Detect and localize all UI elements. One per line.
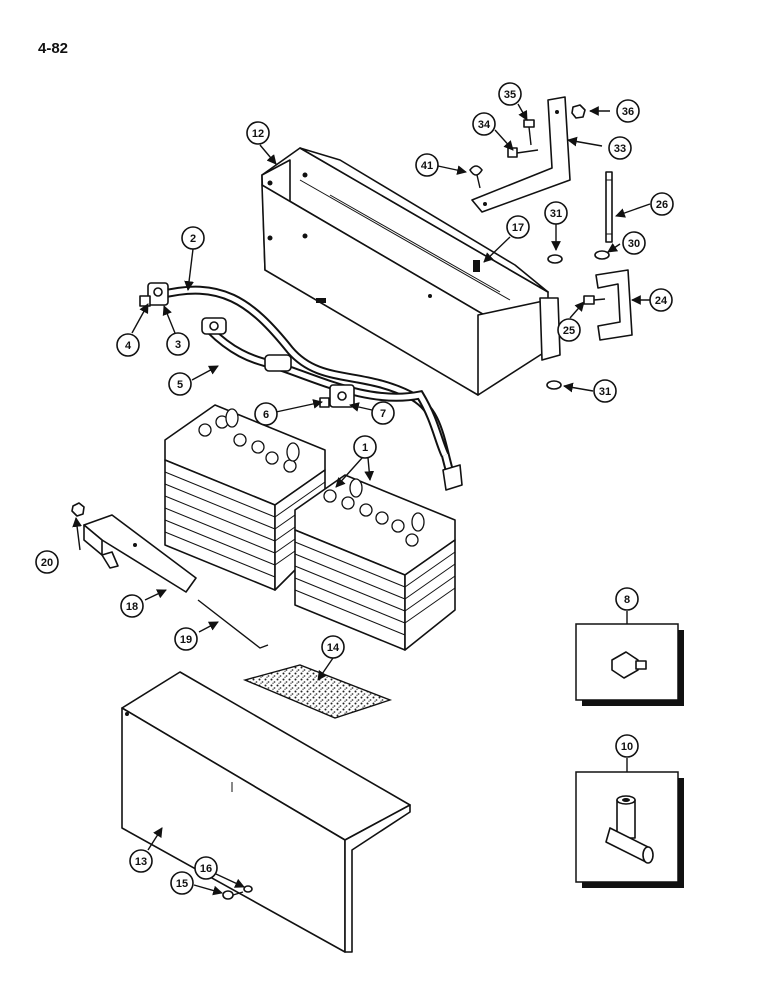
svg-text:2: 2 bbox=[190, 233, 196, 245]
callout-1: 1 bbox=[353, 435, 377, 459]
svg-text:33: 33 bbox=[614, 143, 626, 155]
callout-13: 13 bbox=[129, 849, 153, 873]
svg-text:4: 4 bbox=[125, 340, 132, 352]
callout-2: 2 bbox=[181, 226, 205, 250]
bolt-25 bbox=[583, 295, 606, 305]
svg-text:12: 12 bbox=[252, 128, 264, 140]
callout-3: 3 bbox=[166, 332, 190, 356]
bracket-24 bbox=[595, 269, 633, 341]
svg-text:36: 36 bbox=[622, 106, 634, 118]
callout-7: 7 bbox=[371, 401, 395, 425]
nut-31-bottom bbox=[546, 380, 562, 390]
svg-text:30: 30 bbox=[628, 238, 640, 250]
svg-text:13: 13 bbox=[135, 856, 147, 868]
battery-box bbox=[261, 147, 561, 396]
callout-15: 15 bbox=[170, 871, 194, 895]
callout-26: 26 bbox=[650, 192, 674, 216]
callout-31-bottom: 31 bbox=[593, 379, 617, 403]
inset-detail-8 bbox=[575, 611, 684, 706]
callout-18: 18 bbox=[120, 594, 144, 618]
callout-34: 34 bbox=[472, 112, 496, 136]
terminal-clamp-5a bbox=[201, 317, 227, 335]
callout-14: 14 bbox=[321, 635, 345, 659]
svg-text:35: 35 bbox=[504, 89, 516, 101]
bracket-33 bbox=[471, 96, 571, 213]
svg-text:15: 15 bbox=[176, 878, 188, 890]
bolt-36 bbox=[523, 119, 535, 146]
callouts: 12 2 4 3 5 6 7 1 17 20 18 19 14 13 15 16… bbox=[35, 82, 674, 895]
nut-20 bbox=[71, 502, 85, 517]
callout-16: 16 bbox=[194, 856, 218, 880]
terminal-clamp-6-7 bbox=[319, 384, 355, 408]
svg-text:1: 1 bbox=[362, 442, 368, 454]
screw-15 bbox=[222, 890, 244, 900]
svg-text:31: 31 bbox=[550, 208, 562, 220]
svg-text:8: 8 bbox=[624, 594, 630, 606]
battery-right bbox=[294, 474, 456, 651]
svg-text:6: 6 bbox=[263, 409, 269, 421]
svg-text:3: 3 bbox=[175, 339, 181, 351]
callout-35: 36 bbox=[616, 99, 640, 123]
svg-text:5: 5 bbox=[177, 379, 183, 391]
nut-30 bbox=[594, 250, 610, 260]
cover-13 bbox=[121, 671, 411, 953]
svg-text:17: 17 bbox=[512, 222, 524, 234]
callout-4: 4 bbox=[116, 333, 140, 357]
svg-text:34: 34 bbox=[478, 119, 491, 131]
rod-26 bbox=[605, 171, 613, 243]
inset-detail-10 bbox=[575, 758, 684, 888]
terminal-clamp-4 bbox=[147, 282, 169, 306]
svg-text:31: 31 bbox=[599, 386, 611, 398]
callout-6: 6 bbox=[254, 402, 278, 426]
callout-19: 19 bbox=[174, 627, 198, 651]
svg-text:41: 41 bbox=[421, 160, 433, 172]
svg-text:7: 7 bbox=[380, 408, 386, 420]
leader-lines bbox=[72, 103, 651, 896]
washer-16 bbox=[243, 885, 253, 893]
callout-30: 30 bbox=[622, 231, 646, 255]
callout-5: 5 bbox=[168, 372, 192, 396]
svg-text:20: 20 bbox=[41, 557, 53, 569]
rod-19 bbox=[197, 599, 269, 649]
svg-text:14: 14 bbox=[327, 642, 340, 654]
callout-24: 24 bbox=[649, 288, 673, 312]
callout-31-top: 31 bbox=[544, 201, 568, 225]
svg-text:19: 19 bbox=[180, 634, 192, 646]
callout-20: 20 bbox=[35, 550, 59, 574]
nut-31-top bbox=[547, 254, 563, 264]
callout-41: 41 bbox=[415, 153, 439, 177]
svg-text:24: 24 bbox=[655, 295, 668, 307]
callout-8: 8 bbox=[615, 587, 639, 611]
page-number: 4-82 bbox=[38, 40, 69, 57]
clamp-mid bbox=[264, 354, 292, 372]
nut-35 bbox=[571, 104, 586, 119]
callout-10: 10 bbox=[615, 734, 639, 758]
clip-41 bbox=[469, 165, 483, 189]
svg-text:25: 25 bbox=[563, 325, 575, 337]
svg-text:16: 16 bbox=[200, 863, 212, 875]
callout-17: 17 bbox=[506, 215, 530, 239]
callout-12: 12 bbox=[246, 121, 270, 145]
svg-text:18: 18 bbox=[126, 601, 138, 613]
mat-14 bbox=[242, 664, 393, 719]
svg-text:10: 10 bbox=[621, 741, 633, 753]
svg-text:26: 26 bbox=[656, 199, 668, 211]
callout-25: 25 bbox=[557, 318, 581, 342]
hold-down-18 bbox=[83, 514, 197, 593]
callout-36: 35 bbox=[498, 82, 522, 106]
callout-33: 33 bbox=[608, 136, 632, 160]
